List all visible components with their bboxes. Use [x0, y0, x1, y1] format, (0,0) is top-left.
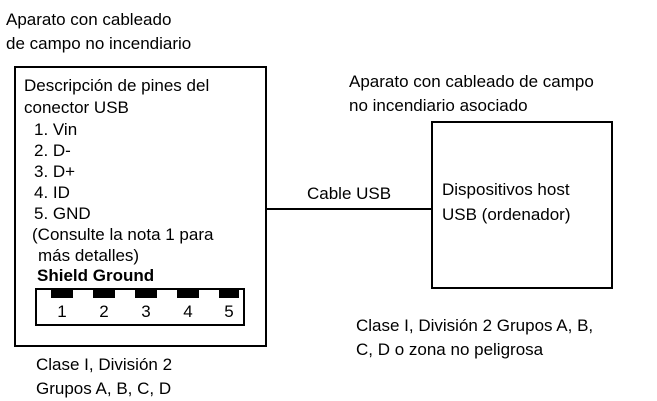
connector-pin-number-3: 3: [141, 302, 151, 321]
usb-host-label-line1: Dispositivos host: [442, 180, 570, 199]
left-apparatus-title-line2: de campo no incendiario: [6, 34, 192, 53]
connector-pin-contact-4: [177, 290, 199, 298]
right-class-line1: Clase I, División 2 Grupos A, B,: [356, 316, 594, 335]
usb-host-box: [431, 121, 613, 289]
left-apparatus-box: [14, 66, 267, 347]
right-class-line2: C, D o zona no peligrosa: [356, 340, 544, 359]
connector-pin-contact-5: [219, 290, 239, 298]
usb-connector: 1 2 3 4 5: [35, 288, 245, 326]
connector-pin-contact-2: [93, 290, 115, 298]
pin-item-gnd: 5. GND: [34, 204, 91, 223]
usb-host-label-line2: USB (ordenador): [442, 205, 571, 224]
pin-description-title-line2: conector USB: [24, 98, 129, 117]
left-apparatus-title-line1: Aparato con cableado: [6, 10, 172, 29]
note-line1: (Consulte la nota 1 para: [32, 225, 214, 244]
connector-pin-number-4: 4: [183, 302, 193, 321]
shield-ground-label: Shield Ground: [37, 266, 155, 285]
left-class-line1: Clase I, División 2: [36, 355, 173, 374]
note-line2: más detalles): [38, 246, 140, 265]
pin-item-d-minus: 2. D-: [34, 141, 71, 160]
connector-pin-number-2: 2: [99, 302, 109, 321]
cable-label: Cable USB: [307, 184, 392, 203]
connector-pin-contact-1: [51, 290, 73, 298]
left-class-line2: Grupos A, B, C, D: [36, 379, 172, 398]
connector-pin-contact-3: [135, 290, 157, 298]
usb-cable-line: [267, 208, 431, 210]
pin-description-title-line1: Descripción de pines del: [24, 76, 210, 95]
right-apparatus-title-line1: Aparato con cableado de campo: [349, 72, 594, 91]
right-apparatus-title-line2: no incendiario asociado: [349, 96, 528, 115]
pin-item-vin: 1. Vin: [34, 120, 78, 139]
connector-pin-number-1: 1: [57, 302, 67, 321]
pin-item-id: 4. ID: [34, 183, 70, 202]
connector-pin-number-5: 5: [224, 302, 234, 321]
pin-item-d-plus: 3. D+: [34, 162, 76, 181]
